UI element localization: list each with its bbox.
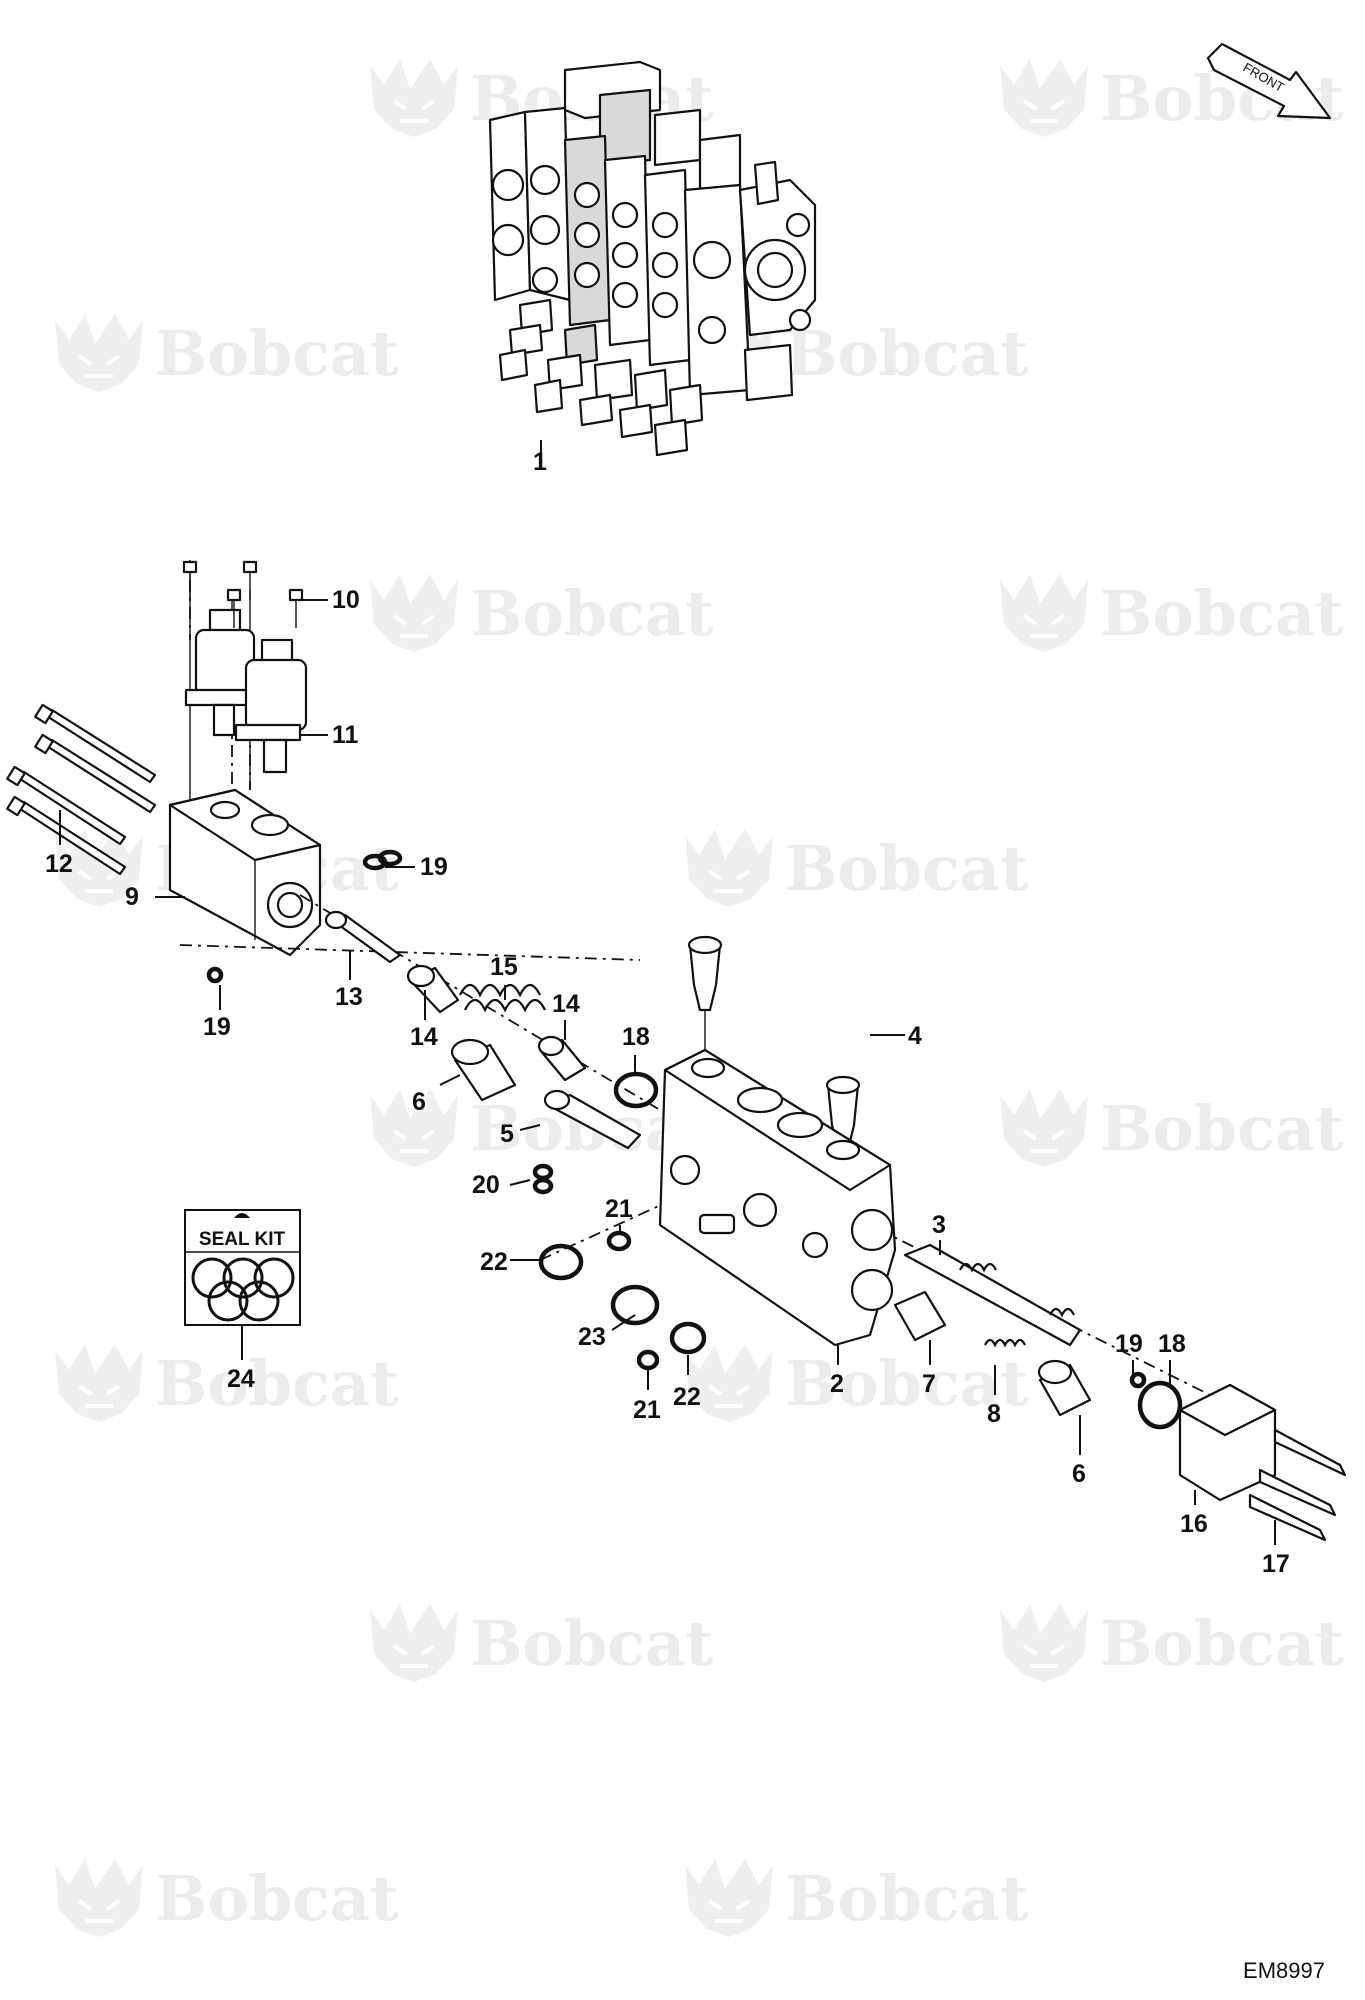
callout-24: 24: [227, 1365, 255, 1393]
valve-assembly: [488, 60, 817, 457]
callout-11: 11: [332, 721, 359, 749]
callout-6-left: 6: [412, 1088, 426, 1116]
long-bolts: [6, 703, 157, 876]
screws: [182, 560, 304, 628]
callout-14-right: 14: [552, 990, 580, 1018]
inlet-block: [168, 788, 322, 957]
watermark-logo: [998, 1087, 1090, 1169]
callout-4: 4: [908, 1022, 922, 1050]
watermark-text: Bobcat: [1100, 577, 1344, 650]
callout-10: 10: [332, 586, 360, 614]
right-spool-train: [893, 1243, 1092, 1417]
reference-code: EM8997: [1243, 1958, 1325, 1983]
watermark-logo: [368, 57, 460, 139]
callout-19-right: 19: [1115, 1330, 1143, 1358]
watermark-logo: [53, 312, 145, 394]
callout-18-right: 18: [1158, 1330, 1186, 1358]
callout-17: 17: [1262, 1550, 1290, 1578]
callout-19-upper: 19: [420, 853, 448, 881]
callout-21-lower: 21: [633, 1396, 661, 1424]
seal-kit-label: SEAL KIT: [199, 1229, 286, 1250]
callout-19-left: 19: [203, 1013, 231, 1041]
watermark-text: Bobcat: [1100, 1092, 1344, 1165]
callout-5: 5: [500, 1120, 514, 1148]
o-rings: [206, 849, 1183, 1430]
watermark-text: Bobcat: [470, 577, 714, 650]
spool-train: [324, 910, 642, 1150]
centerline-right: [829, 1204, 1211, 1396]
callout-22-lower: 22: [673, 1383, 701, 1411]
callout-20: 20: [472, 1171, 500, 1199]
watermark-logo: [683, 1857, 775, 1939]
callout-6-right: 6: [1072, 1460, 1086, 1488]
watermark-logo: [998, 572, 1090, 654]
callouts: 1 10 11 12 9 19 19 13 14 15 14 18 6 5 20…: [45, 448, 1290, 1578]
callout-14-left: 14: [410, 1023, 438, 1051]
callout-18-left: 18: [622, 1023, 650, 1051]
cartridge-valves: [687, 935, 861, 1215]
callout-1: 1: [533, 448, 547, 476]
watermark-text: Bobcat: [785, 317, 1029, 390]
spool-caps: [498, 298, 794, 457]
watermark-logo: [53, 1342, 145, 1424]
callout-2: 2: [830, 1370, 844, 1398]
callout-9: 9: [125, 883, 139, 911]
callout-13: 13: [335, 983, 363, 1011]
watermark-logo: [368, 572, 460, 654]
watermark-logo: [998, 1602, 1090, 1684]
watermark-layer: Bobcat Bobcat Bobcat Bobcat Bobcat Bobca…: [53, 57, 1344, 1939]
watermark-text: Bobcat: [785, 1862, 1029, 1935]
callout-21-upper: 21: [605, 1195, 633, 1223]
callout-12: 12: [45, 850, 73, 878]
end-cover: [1178, 1383, 1347, 1542]
solenoid-cartridges: [182, 560, 308, 810]
watermark-text: Bobcat: [155, 1347, 399, 1420]
leader-lines: [59, 440, 1276, 1545]
valve-section-body: [658, 1048, 897, 1347]
watermark-text: Bobcat: [155, 1862, 399, 1935]
callout-22-left: 22: [480, 1248, 508, 1276]
watermark-text: Bobcat: [155, 317, 399, 390]
callout-3: 3: [932, 1211, 946, 1239]
watermark-text: Bobcat: [785, 832, 1029, 905]
callout-23: 23: [578, 1323, 606, 1351]
centerline-lower: [179, 944, 641, 961]
watermark-logo: [368, 1602, 460, 1684]
callout-16: 16: [1180, 1510, 1208, 1538]
watermark-logo: [683, 827, 775, 909]
watermark-logo: [53, 1857, 145, 1939]
watermark-text: Bobcat: [785, 1347, 1029, 1420]
watermark-text: Bobcat: [1100, 1607, 1344, 1680]
seal-kit-icon: SEAL KIT: [184, 1209, 301, 1326]
watermark-text: Bobcat: [470, 1607, 714, 1680]
watermark-logo: [998, 57, 1090, 139]
callout-7: 7: [922, 1370, 936, 1398]
callout-15: 15: [490, 953, 518, 981]
callout-8: 8: [987, 1400, 1001, 1428]
